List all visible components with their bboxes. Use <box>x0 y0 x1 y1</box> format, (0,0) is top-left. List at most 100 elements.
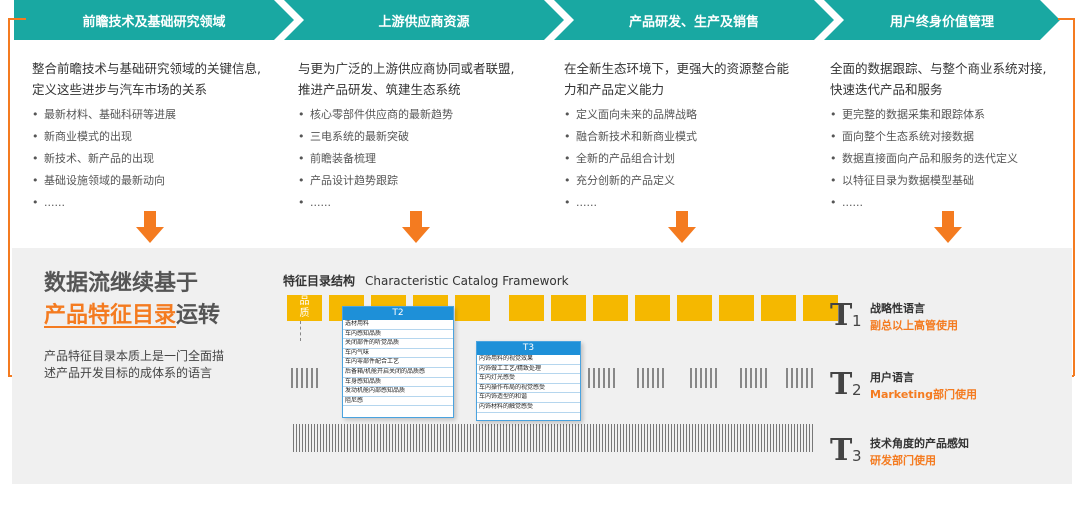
loop-arrow-line <box>1073 18 1075 376</box>
t2-row: 后备箱/机舱开启关闭的品质感 <box>343 368 453 378</box>
list-item: 融合新技术和新商业模式 <box>564 126 814 148</box>
list-item: 数据直接面向产品和服务的迭代定义 <box>830 148 1065 170</box>
t2-row: 车内零部件配合工艺 <box>343 358 453 368</box>
t3-panel-header: T3 <box>477 342 580 355</box>
tier-audience: Marketing部门使用 <box>870 388 978 401</box>
t2-bar-group <box>637 368 667 388</box>
t1-box <box>803 295 838 321</box>
framework-title-en: Characteristic Catalog Framework <box>365 274 569 288</box>
list-item: 最新材料、基础科研等进展 <box>32 104 282 126</box>
summary-description: 产品特征目录本质上是一门全面描述产品开发目标的成体系的语言 <box>44 349 225 380</box>
t1-box <box>677 295 712 321</box>
lead-line: 全面的数据跟踪、与整个商业系统对接, <box>830 61 1047 76</box>
step-label: 前瞻技术及基础研究领域 <box>82 14 226 30</box>
loop-arrow-line <box>8 18 10 376</box>
lead-line: 力和产品定义能力 <box>564 82 665 97</box>
step-product-rd: 产品研发、生产及销售 <box>554 0 834 40</box>
t3-panel: T3 内饰用料的视觉效果 内饰做工工艺/精致处理 车内灯光感受 车内操作布局的视… <box>476 341 581 421</box>
t2-row: 阻尼感 <box>343 397 453 407</box>
t3-row: 内饰用料的视觉效果 <box>477 355 580 365</box>
list-item: 新技术、新产品的出现 <box>32 148 282 170</box>
tier-symbol: T <box>830 433 853 468</box>
tier-label: 技术角度的产品感知 <box>870 437 969 450</box>
list-item: ...... <box>564 192 814 214</box>
summary-title-line1: 数据流继续基于 <box>44 271 199 296</box>
t2-row: 发动机舱内部感知品质 <box>343 387 453 397</box>
t1-box <box>635 295 670 321</box>
column-list: 核心零部件供应商的最新趋势 三电系统的最新突破 前瞻装备梳理 产品设计趋势跟踪 … <box>298 104 548 214</box>
quality-box-char: 品 <box>299 296 310 307</box>
t3-row: 车内灯光感受 <box>477 374 580 384</box>
down-arrow-icon <box>136 211 164 245</box>
column-lead: 与更为广泛的上游供应商协同或者联盟, 推进产品研发、筑建生态系统 <box>298 58 548 100</box>
column-user-value: 全面的数据跟踪、与整个商业系统对接, 快速迭代产品和服务 更完整的数据采集和跟踪… <box>830 58 1065 214</box>
list-item: ...... <box>298 192 548 214</box>
step-label: 用户终身价值管理 <box>889 14 994 30</box>
down-arrow-icon <box>668 211 696 245</box>
connector-line <box>300 321 301 341</box>
t3-row: 车内操作布局的视觉感受 <box>477 384 580 394</box>
summary-title-line2: 产品特征目录运转 <box>44 297 220 329</box>
list-item: 新商业模式的出现 <box>32 126 282 148</box>
tier-symbol: T <box>830 367 853 402</box>
t1-box <box>761 295 796 321</box>
list-item: 三电系统的最新突破 <box>298 126 548 148</box>
step-label: 产品研发、生产及销售 <box>628 14 759 30</box>
column-lead: 全面的数据跟踪、与整个商业系统对接, 快速迭代产品和服务 <box>830 58 1065 100</box>
t1-box <box>509 295 544 321</box>
column-list: 定义面向未来的品牌战略 融合新技术和新商业模式 全新的产品组合计划 充分创新的产… <box>564 104 814 214</box>
quality-box-char: 质 <box>299 308 310 319</box>
list-item: 定义面向未来的品牌战略 <box>564 104 814 126</box>
column-lead: 在全新生态环境下，更强大的资源整合能 力和产品定义能力 <box>564 58 814 100</box>
list-item: 更完整的数据采集和跟踪体系 <box>830 104 1065 126</box>
list-item: 面向整个生态系统对接数据 <box>830 126 1065 148</box>
list-item: 核心零部件供应商的最新趋势 <box>298 104 548 126</box>
down-arrow-icon <box>934 211 962 245</box>
t2-panel: T2 选材用料 车内感知品质 关闭部件的听觉品质 车内气味 车内零部件配合工艺 … <box>342 306 454 418</box>
lead-line: 快速迭代产品和服务 <box>830 82 943 97</box>
list-item: 以特征目录为数据模型基础 <box>830 170 1065 192</box>
t1-box <box>593 295 628 321</box>
down-arrow-icon <box>402 211 430 245</box>
quality-box: 品 质 <box>287 295 322 321</box>
t2-row: 车内感知品质 <box>343 330 453 340</box>
lead-line: 整合前瞻技术与基础研究领域的关键信息, <box>32 61 261 76</box>
lead-line: 推进产品研发、筑建生态系统 <box>298 82 461 97</box>
t2-bar-group <box>588 368 618 388</box>
t2-bar-group <box>291 368 321 388</box>
t1-box <box>455 295 490 321</box>
t2-row: 关闭部件的听觉品质 <box>343 339 453 349</box>
column-frontier: 整合前瞻技术与基础研究领域的关键信息, 定义这些进步与汽车市场的关系 最新材料、… <box>32 58 282 214</box>
process-header: 前瞻技术及基础研究领域 上游供应商资源 产品研发、生产及销售 用户终身价值管理 <box>0 0 1080 40</box>
loop-arrow-line <box>8 18 26 20</box>
tier-label: 战略性语言 <box>870 302 925 315</box>
summary-highlight: 产品特征目录 <box>44 303 177 328</box>
t3-row: 车内饰造型的和谐 <box>477 393 580 403</box>
summary-suffix: 运转 <box>176 303 221 328</box>
list-item: 全新的产品组合计划 <box>564 148 814 170</box>
tier-symbol: T <box>830 298 853 333</box>
column-rd: 在全新生态环境下，更强大的资源整合能 力和产品定义能力 定义面向未来的品牌战略 … <box>564 58 814 214</box>
t2-bar-group <box>690 368 720 388</box>
column-lead: 整合前瞻技术与基础研究领域的关键信息, 定义这些进步与汽车市场的关系 <box>32 58 282 100</box>
loop-arrow-line <box>1058 18 1074 20</box>
t3-row: 内饰材料的触觉感受 <box>477 403 580 413</box>
t2-bar-group <box>786 368 816 388</box>
step-user-lifetime-value: 用户终身价值管理 <box>824 0 1060 40</box>
t1-box <box>551 295 586 321</box>
tier-audience: 研发部门使用 <box>870 454 936 467</box>
t3-row: 内饰做工工艺/精致处理 <box>477 365 580 375</box>
tier-label: 用户语言 <box>870 371 914 384</box>
t1-box <box>719 295 754 321</box>
list-item: 前瞻装备梳理 <box>298 148 548 170</box>
tier-number: 3 <box>852 447 862 465</box>
t2-row: 车内气味 <box>343 349 453 359</box>
t2-row: 车身感知品质 <box>343 378 453 388</box>
column-list: 最新材料、基础科研等进展 新商业模式的出现 新技术、新产品的出现 基础设施领域的… <box>32 104 282 214</box>
step-label: 上游供应商资源 <box>378 14 470 30</box>
t2-panel-header: T2 <box>343 307 453 320</box>
tier-number: 2 <box>852 381 862 399</box>
list-item: ...... <box>32 192 282 214</box>
list-item: ...... <box>830 192 1065 214</box>
